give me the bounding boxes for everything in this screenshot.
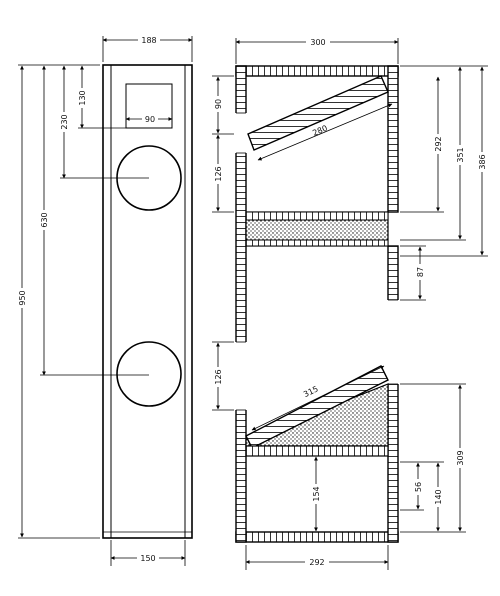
dim-height-total: 950 [15,64,100,539]
dim-right-mid: 351 [400,65,488,241]
label-lower-mid: 140 [434,489,443,504]
label-depth-bottom: 292 [309,558,324,567]
dim-lower-small: 56 [400,462,425,511]
dim-bottom-gap: 154 [311,456,323,532]
lower-woofer [116,341,182,407]
dim-upper-chamber: 126 [212,134,234,213]
label-height-total: 950 [18,290,27,305]
label-width-top: 188 [141,36,156,45]
bottom-wall [235,531,399,543]
label-bottom-gap: 154 [312,486,321,501]
dim-upper-gap: 90 [212,75,234,135]
label-depth-top: 300 [310,38,325,47]
dim-right-total: 386 [400,66,489,257]
dim-lower-total: 309 [400,383,467,533]
dim-depth-bottom: 292 [245,545,389,570]
label-port-height: 87 [416,267,425,277]
dim-lower-chamber: 126 [212,341,234,411]
dim-width-bottom: 150 [110,540,186,566]
front-wall [235,65,247,543]
lower-reflector [245,365,389,457]
label-panel-top: 130 [78,90,87,105]
front-view: 188 150 950 630 [15,34,193,566]
label-lower-chamber: 126 [214,369,223,384]
label-right-upper: 292 [434,136,443,151]
label-upper-gap: 90 [214,99,223,109]
dim-width-top: 188 [102,34,193,62]
label-top-driver-center: 230 [60,114,69,129]
label-woofer-center: 630 [40,212,49,227]
dim-depth-top: 300 [235,36,399,64]
dim-panel-width: 90 [125,113,173,124]
label-width-bottom: 150 [140,554,155,563]
back-wall-middle [387,245,399,301]
label-lower-small: 56 [414,482,423,492]
label-right-total: 386 [478,154,487,169]
dim-top-driver-center: 230 [57,65,149,179]
label-upper-reflector: 280 [311,124,329,138]
label-right-mid: 351 [456,147,465,162]
back-wall-upper [387,65,399,213]
label-lower-total: 309 [456,450,465,465]
dim-woofer-center: 630 [37,65,149,376]
front-cabinet [102,64,193,539]
upper-reflector [247,75,389,151]
dim-right-upper: 292 [400,76,445,213]
top-panel [125,83,173,129]
dim-panel-top: 130 [75,65,126,129]
back-wall-lower [387,383,399,543]
side-view: 300 292 280 315 90 [212,36,489,570]
label-upper-chamber: 126 [214,166,223,181]
label-panel-width: 90 [145,115,155,124]
dim-port-height: 87 [400,245,427,301]
top-wall [235,65,399,77]
label-lower-reflector: 315 [302,384,320,399]
dim-lower-mid: 140 [400,461,445,532]
